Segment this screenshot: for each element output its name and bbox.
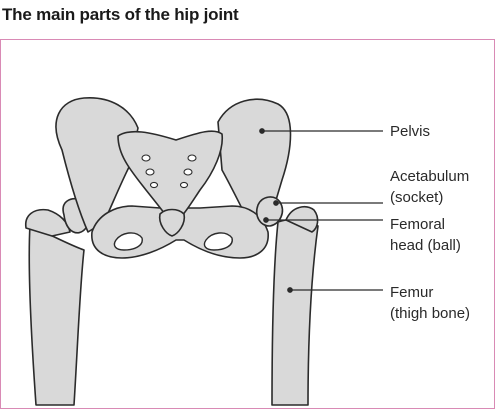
diagram-frame	[0, 39, 495, 409]
right-femoral-head	[255, 196, 284, 227]
coccyx	[158, 208, 186, 237]
right-femur-shaft	[271, 218, 319, 406]
left-femur-shaft	[28, 224, 85, 406]
right-obturator-foramen	[203, 232, 233, 251]
femur-label: Femur (thigh bone)	[390, 284, 471, 322]
pelvis-label: Pelvis	[390, 123, 431, 140]
diagram-title: The main parts of the hip joint	[2, 5, 239, 24]
left-obturator-foramen	[113, 232, 143, 251]
sacrum	[117, 130, 224, 219]
femoral-head-label: Femoral head (ball)	[390, 216, 461, 254]
acetabulum-label: Acetabulum (socket)	[390, 168, 470, 206]
